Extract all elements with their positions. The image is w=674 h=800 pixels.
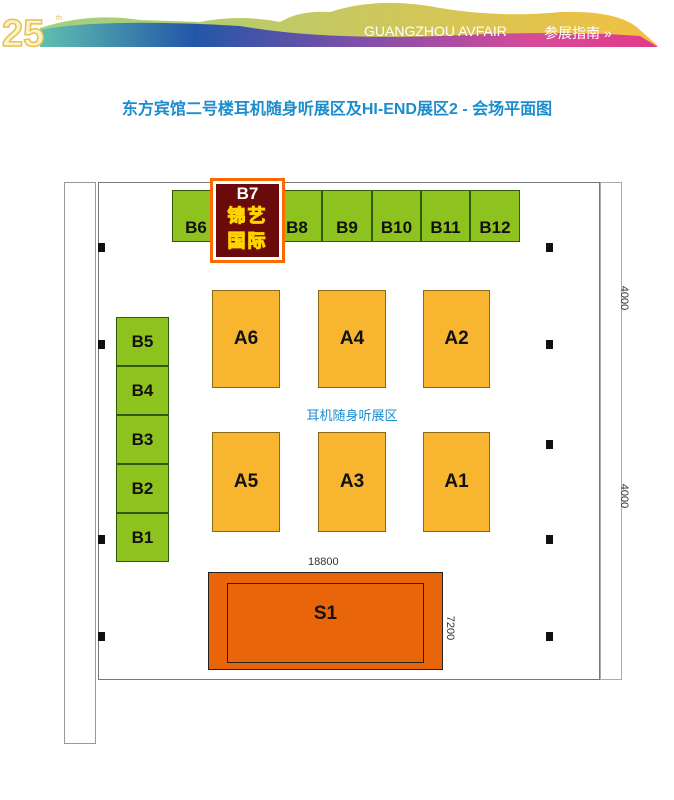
brand-name: GUANGZHOU AVFAIR xyxy=(364,23,507,39)
booth-b7-highlight[interactable]: B7 锦艺 国际 xyxy=(210,178,285,263)
column-marker xyxy=(546,440,553,449)
column-marker xyxy=(98,535,105,544)
svg-text:25: 25 xyxy=(2,13,44,50)
header-banner: 25 th xyxy=(1,2,658,50)
booth-a3[interactable]: A3 xyxy=(318,432,386,532)
zone-label: 耳机随身听展区 xyxy=(306,408,398,423)
stage-depth-dim: 7200 xyxy=(444,615,457,641)
booth-a2[interactable]: A2 xyxy=(423,290,490,388)
stage-s1[interactable]: S1 xyxy=(208,572,443,670)
column-marker xyxy=(98,340,105,349)
side-wall xyxy=(600,182,622,680)
booth-b2[interactable]: B2 xyxy=(116,464,169,513)
exhibitor-name: 国际 xyxy=(227,231,268,252)
booth-b5[interactable]: B5 xyxy=(116,317,169,366)
dimension-4000: 4000 xyxy=(618,483,631,509)
stage-width-dim: 18800 xyxy=(308,556,339,568)
booth-a6[interactable]: A6 xyxy=(212,290,280,388)
booth-b9[interactable]: B9 xyxy=(322,190,372,242)
booth-b11[interactable]: B11 xyxy=(421,190,470,242)
column-marker xyxy=(546,243,553,252)
svg-text:th: th xyxy=(56,15,62,22)
booth-b1[interactable]: B1 xyxy=(116,513,169,562)
column-marker xyxy=(98,243,105,252)
dimension-4000: 4000 xyxy=(618,285,631,311)
exhibitor-name: 锦艺 xyxy=(227,206,268,227)
booth-b10[interactable]: B10 xyxy=(372,190,421,242)
booth-b3[interactable]: B3 xyxy=(116,415,169,464)
logo-25th xyxy=(2,6,62,50)
hall-wall xyxy=(98,182,600,680)
booth-a5[interactable]: A5 xyxy=(212,432,280,532)
booth-a1[interactable]: A1 xyxy=(423,432,490,532)
column-marker xyxy=(546,340,553,349)
booth-a4[interactable]: A4 xyxy=(318,290,386,388)
column-marker xyxy=(546,632,553,641)
page-title: 东方宾馆二号楼耳机随身听展区及HI-END展区2 - 会场平面图 xyxy=(121,101,553,118)
booth-b12[interactable]: B12 xyxy=(470,190,520,242)
booth-b4[interactable]: B4 xyxy=(116,366,169,415)
booth-b7-label: B7 xyxy=(236,184,259,203)
column-marker xyxy=(546,535,553,544)
column-marker xyxy=(98,632,105,641)
stage-label: S1 xyxy=(313,603,338,624)
guide-link[interactable]: 参展指南 » xyxy=(544,25,612,41)
corridor-wall xyxy=(64,182,96,744)
